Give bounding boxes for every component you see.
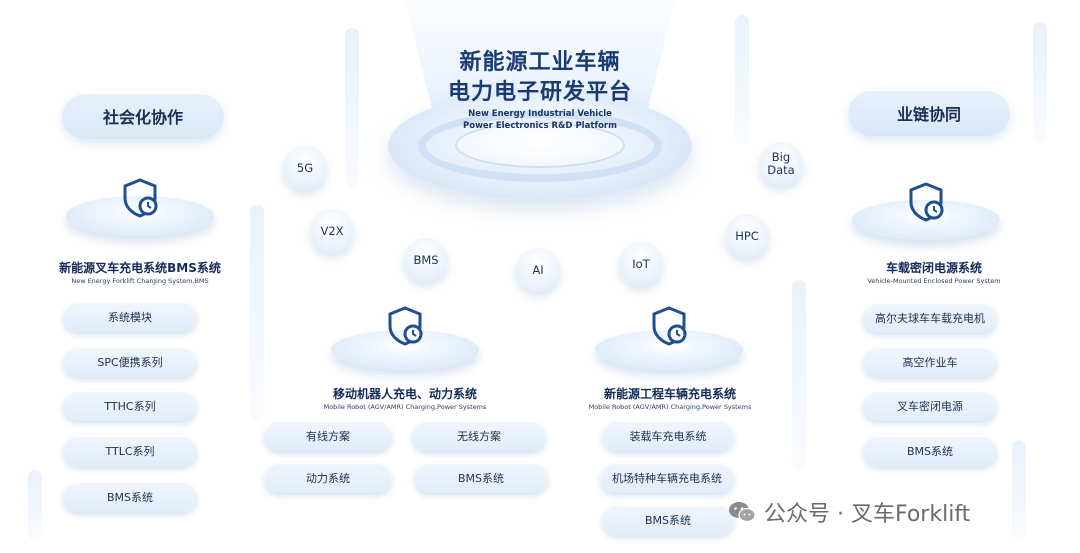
node-item-button[interactable]: 无线方案 [412,421,546,451]
node-item-button[interactable]: 机场特种车辆充电系统 [600,463,734,493]
platform-disc-inner [455,122,625,168]
shield-clock-icon [388,306,423,346]
node-item-button[interactable]: BMS系统 [602,505,734,535]
node-subtitle: Mobile Robot (AGV/AMR) Charging,Power Sy… [588,403,752,411]
wechat-icon [729,502,756,523]
side-label-right: 业链协同 [848,90,1010,136]
node-item-button[interactable]: 有线方案 [264,421,392,451]
watermark-text: 公众号 · 叉车Forklift [764,502,971,527]
platform-en-line2: Power Electronics R&D Platform [463,121,617,131]
tech-bubble-ai: AI [516,248,560,292]
decor-bar [1033,22,1047,142]
node-item-button[interactable]: 装载车充电系统 [602,421,734,451]
node-item-button[interactable]: 动力系统 [264,463,392,493]
node-item-button[interactable]: TTHC系列 [63,391,197,421]
node-item-button[interactable]: 叉车密闭电源 [863,391,997,421]
node-title: 车载密闭电源系统 [885,261,982,275]
node-subtitle: Mobile Robot (AGV/AMR) Charging,Power Sy… [323,403,487,411]
node-item-button[interactable]: 高空作业车 [863,347,997,377]
decor-bar [28,470,42,540]
node-item-button[interactable]: 系统模块 [63,302,197,332]
tech-bubble-bms: BMS [404,238,448,282]
node-title: 新能源叉车充电系统BMS系统 [59,261,221,275]
node-item-button[interactable]: BMS系统 [63,482,197,512]
node-subtitle: Vehicle-Mounted Enclosed Power System [867,277,1001,285]
platform-en-line1: New Energy Industrial Vehicle [468,109,612,119]
node-item-button[interactable]: BMS系统 [863,436,997,466]
platform-title-line2: 电力电子研发平台 [447,80,632,105]
watermark: 公众号 · 叉车Forklift [728,496,970,528]
node-title: 移动机器人充电、动力系统 [332,387,477,401]
node-item-button[interactable]: 高尔夫球车车载充电机 [863,303,997,333]
tech-bubble-hpc: HPC [725,214,769,258]
tech-bubble-v2x: V2X [310,209,354,253]
decor-bar [250,205,264,420]
shield-clock-icon [652,306,687,346]
decor-bar [735,15,749,145]
decor-bar [1012,440,1026,540]
decor-bar [345,28,359,188]
platform-title-line1: 新能源工业车辆 [459,50,621,75]
shield-clock-icon [123,178,158,218]
tech-bubble-5g: 5G [283,146,327,190]
node-title: 新能源工程车辆充电系统 [603,387,736,401]
tech-bubble-iot: IoT [619,242,663,286]
tech-bubble-big-data: Big Data [759,142,803,186]
node-subtitle: New Energy Forklift Charging System,BMS [71,277,209,285]
decor-bar [792,280,806,470]
node-item-button[interactable]: BMS系统 [414,463,548,493]
shield-clock-icon [909,182,944,222]
node-item-button[interactable]: SPC便携系列 [63,347,197,377]
node-item-button[interactable]: TTLC系列 [63,436,197,466]
side-label-left: 社会化协作 [62,93,224,139]
